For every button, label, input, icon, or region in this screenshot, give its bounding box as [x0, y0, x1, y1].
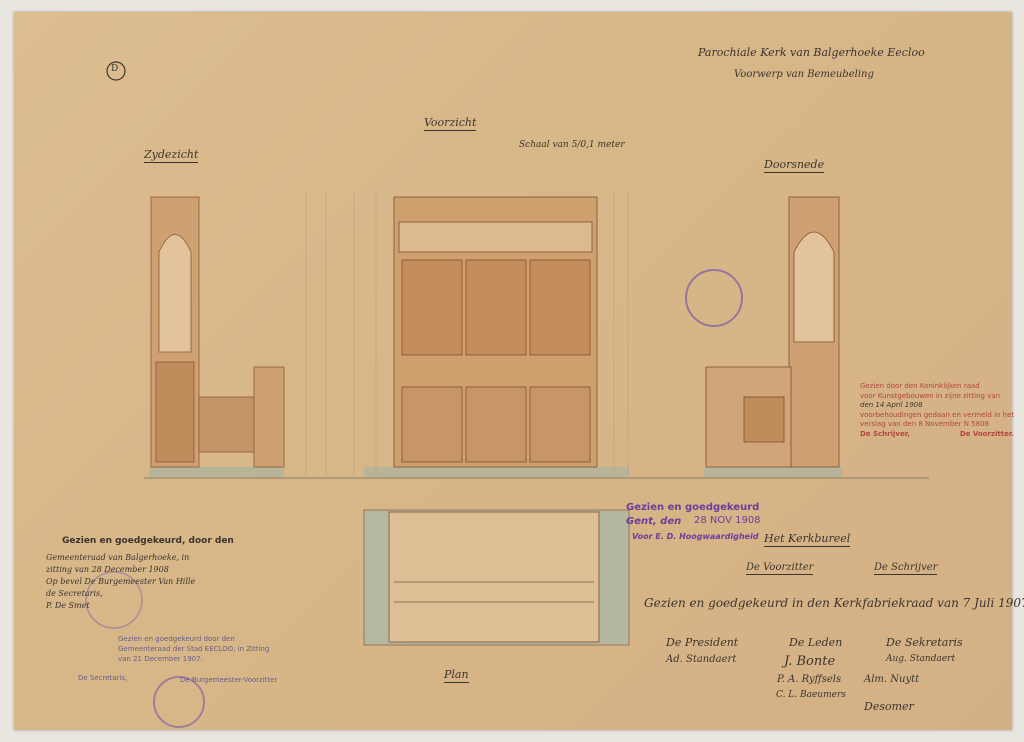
council-heading: Gezien en goedgekeurd, door den — [62, 536, 234, 546]
title-line2: Voorwerp van Bemeubeling — [734, 69, 874, 80]
council-line: P. De Smet — [46, 601, 90, 610]
council-stamp-text: Gezien en goedgekeurd door den Gemeenter… — [118, 635, 270, 663]
signature: Desomer — [864, 700, 914, 713]
members-label: De Leden — [789, 636, 843, 649]
secretary-label: De Sekretaris — [886, 636, 963, 649]
purple-seal — [685, 269, 743, 327]
label-plan: Plan — [444, 668, 469, 683]
red-line: den 14 April 1908 — [860, 401, 923, 409]
red-line: voor Kunstgebouwen in zijne zitting van — [860, 391, 1001, 400]
signature: Alm. Nuytt — [864, 674, 920, 685]
council-line: Gemeenteraad van Balgerhoeke, in — [46, 553, 190, 562]
label-front-view: Voorzicht — [424, 116, 477, 131]
sheet-label-circle — [106, 61, 126, 81]
label-side-view: Zydezicht — [144, 148, 199, 163]
section-view-drawing — [705, 196, 840, 468]
title-line1: Parochiale Kerk van Balgerhoeke Eecloo — [698, 46, 925, 59]
red-approval-block: Gezien door den Koninklijken raad voor K… — [860, 382, 1014, 439]
plan-drawing — [363, 509, 630, 646]
council-secretary: De Secretaris, — [78, 674, 128, 682]
stamp-signed: Voor E. D. Hoogwaardigheid — [632, 532, 759, 541]
red-signer-left: De Schrijver, De Voorzitter. — [860, 430, 1014, 440]
drawing-sheet: D Parochiale Kerk van Balgerhoeke Eecloo… — [14, 12, 1024, 730]
signer-right: De Voorzitter. — [959, 429, 1014, 438]
council-line: zitting van 28 December 1908 — [46, 565, 169, 574]
red-line: voorbehoudingen gedaan en vermeld in het — [860, 410, 1015, 419]
red-line: verslag van den 8 November N 5808 — [860, 420, 989, 428]
signature: Ad. Standaert — [666, 654, 737, 665]
kerkraad-text: Gezien en goedgekeurd in den Kerkfabriek… — [644, 596, 1024, 610]
kerkbureel-secretary: De Schrijver — [874, 562, 938, 575]
signature: P. A. Ryffsels — [777, 674, 842, 685]
municipal-seal — [85, 571, 143, 629]
council-mayor: De Burgemeester-Voorzitter — [180, 676, 278, 684]
stamp-heading: Gezien en goedgekeurd — [626, 502, 760, 513]
council-line: de Secretaris, — [46, 589, 103, 598]
signature: Aug. Standaert — [886, 654, 956, 664]
sheet-label: D — [111, 64, 119, 74]
stamp-place: Gent, den — [626, 516, 682, 527]
front-view-drawing — [393, 196, 598, 468]
stamp-date: 28 NOV 1908 — [694, 515, 761, 526]
council-line: Op bevel De Burgemeester Van Hille — [46, 577, 196, 586]
president-label: De President — [666, 636, 739, 649]
signature: J. Bonte — [784, 654, 836, 669]
signature: C. L. Baeumers — [776, 690, 846, 700]
city-seal — [153, 676, 205, 728]
signer-left: De Schrijver, — [860, 429, 910, 438]
kerkbureel-heading: Het Kerkbureel — [764, 532, 851, 547]
side-view-drawing — [150, 196, 285, 468]
label-section: Doorsnede — [764, 158, 825, 173]
kerkbureel-chair: De Voorzitter — [746, 562, 814, 575]
scale-label: Schaal van 5/0,1 meter — [519, 140, 625, 150]
council-lines: Gemeenteraad van Balgerhoeke, in zitting… — [46, 552, 195, 612]
architectural-drawing — [85, 61, 929, 728]
red-line: Gezien door den Koninklijken raad — [860, 382, 980, 390]
